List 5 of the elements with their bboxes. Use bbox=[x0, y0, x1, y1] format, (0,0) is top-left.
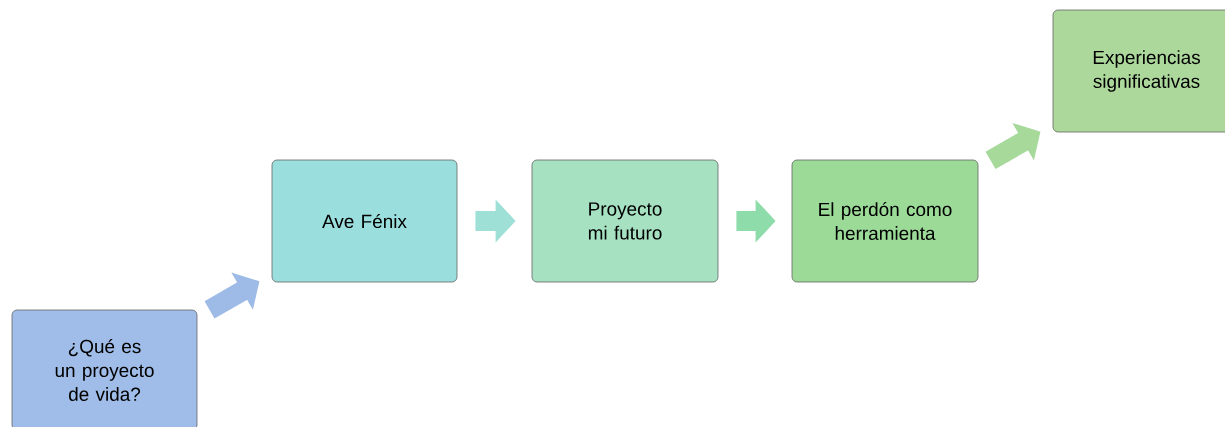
process-box: ¿Qué es un proyecto de vida? bbox=[11, 309, 198, 427]
process-box: Ave Fénix bbox=[271, 159, 458, 283]
process-box: Proyecto mi futuro bbox=[531, 159, 719, 283]
process-box: Experiencias significativas bbox=[1052, 9, 1225, 133]
process-box: El perdón como herramienta bbox=[791, 159, 979, 283]
